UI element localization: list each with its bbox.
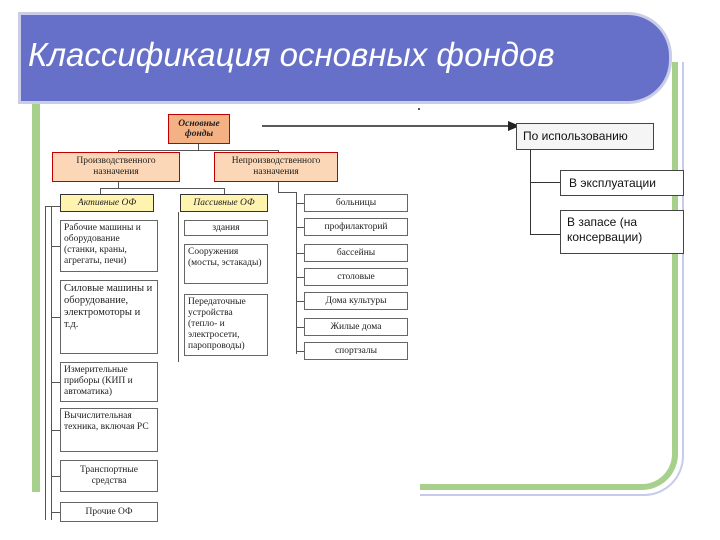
connector: [296, 351, 304, 352]
active-item: Силовые машины и оборудование, электромо…: [60, 280, 158, 354]
connector: [224, 188, 225, 194]
passive-item: здания: [184, 220, 268, 236]
connector: [51, 476, 60, 477]
connector: [51, 382, 60, 383]
connector: [118, 150, 278, 151]
frame-right-accent: [420, 62, 678, 490]
nonprod-item: Дома культуры: [304, 292, 408, 310]
connector: [296, 192, 297, 354]
connector: [118, 182, 119, 188]
usage-item-reserve: В запасе (на консервации): [560, 210, 684, 254]
active-item: Вычислительная техника, включая РС: [60, 408, 158, 452]
passive-item: Передаточные устройства (тепло- и электр…: [184, 294, 268, 356]
connector: [278, 150, 279, 153]
stray-dot: [418, 108, 420, 110]
arrow-right-icon: [262, 121, 520, 131]
connector: [178, 212, 179, 362]
nonprod-item: спортзалы: [304, 342, 408, 360]
usage-root-box: По использованию: [516, 123, 654, 150]
active-item: Транспортные средства: [60, 460, 158, 492]
connector: [278, 192, 296, 193]
nonprod-item: бассейны: [304, 244, 408, 262]
passive-of-box: Пассивные ОФ: [180, 194, 268, 212]
nonprod-item: Жилые дома: [304, 318, 408, 336]
connector: [296, 253, 304, 254]
connector: [51, 512, 60, 513]
connector: [530, 182, 560, 183]
connector: [100, 188, 101, 194]
connector: [296, 301, 304, 302]
slide-title: Классификация основных фондов: [28, 36, 555, 73]
connector: [45, 206, 60, 207]
production-box: Производственного назначения: [52, 152, 180, 182]
title-bar: [18, 12, 672, 104]
connector: [45, 206, 46, 520]
connector: [51, 317, 60, 318]
connector: [100, 188, 224, 189]
connector: [530, 150, 531, 234]
nonprod-item: больницы: [304, 194, 408, 212]
connector: [51, 430, 60, 431]
active-item: Измерительные приборы (КИП и автоматика): [60, 362, 158, 402]
usage-item-in-operation: В эксплуатации: [560, 170, 684, 196]
connector: [51, 246, 60, 247]
active-of-box: Активные ОФ: [60, 194, 154, 212]
connector: [296, 203, 304, 204]
passive-item: Сооружения (мосты, эстакады): [184, 244, 268, 284]
root-box: Основные фонды: [168, 114, 230, 144]
nonprod-item: профилакторий: [304, 218, 408, 236]
connector: [198, 144, 199, 150]
connector: [51, 206, 52, 520]
connector: [278, 182, 279, 192]
nonproduction-box: Непроизводственного назначения: [214, 152, 338, 182]
connector: [296, 227, 304, 228]
connector: [296, 327, 304, 328]
active-item: Прочие ОФ: [60, 502, 158, 522]
frame-right-outline: [420, 62, 684, 496]
frame-left-accent: [32, 100, 40, 492]
connector: [530, 234, 560, 235]
connector: [118, 150, 119, 153]
active-item: Рабочие машины и оборудование (станки, к…: [60, 220, 158, 272]
connector: [296, 277, 304, 278]
nonprod-item: столовые: [304, 268, 408, 286]
